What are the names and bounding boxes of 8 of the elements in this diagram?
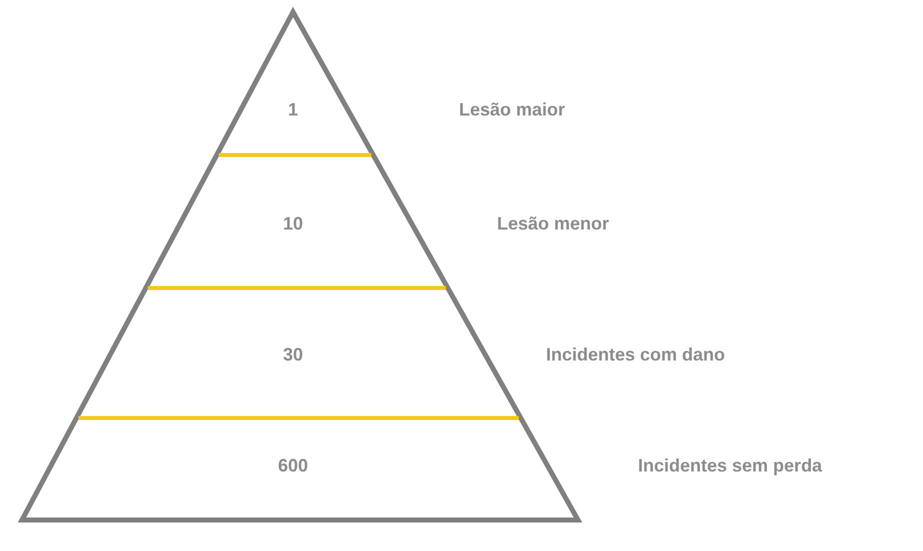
tier-count: 1	[288, 100, 298, 120]
tier-label: Incidentes sem perda	[638, 456, 822, 476]
tier-label: Lesão maior	[459, 100, 566, 120]
tier-count: 600	[278, 456, 308, 476]
tier-count: 10	[282, 214, 303, 234]
tier-label: Lesão menor	[497, 214, 610, 234]
tier-count: 30	[282, 344, 303, 366]
tier-label: Incidentes com dano	[546, 344, 726, 366]
